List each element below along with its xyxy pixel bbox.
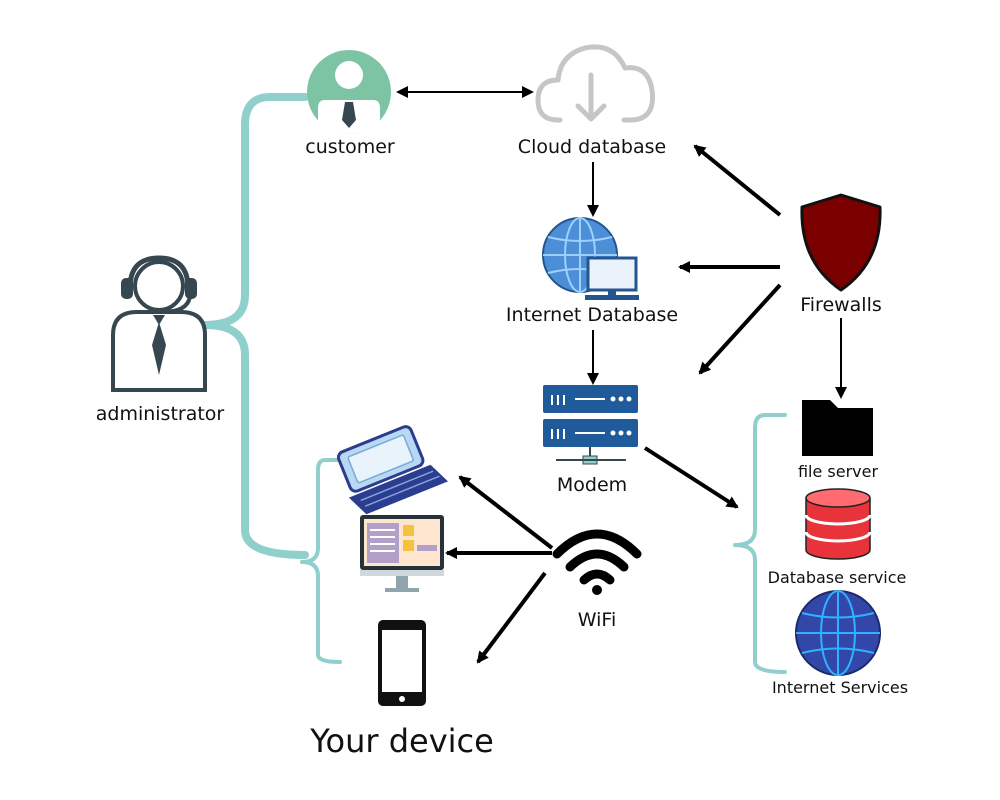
smartphone-icon — [378, 620, 426, 706]
devices-group: Your device — [309, 425, 494, 760]
customer-label: customer — [305, 136, 395, 158]
admin-bracket — [201, 93, 309, 559]
database-service-label: Database service — [768, 568, 907, 587]
administrator-label: administrator — [96, 403, 225, 425]
modem-node: Modem — [543, 385, 638, 496]
modem-label: Modem — [557, 474, 627, 496]
cloud-download-icon — [535, 44, 656, 123]
customer-node: customer — [305, 50, 395, 158]
internet-database-node: Internet Database — [506, 217, 678, 326]
server-rack-icon — [543, 385, 638, 465]
arrow-modem-services — [643, 446, 739, 509]
wifi-icon — [552, 529, 642, 595]
arrow-wifi-phone — [476, 571, 547, 664]
arrow-wifi-laptop — [458, 475, 554, 550]
cloud-database-node: Cloud database — [518, 44, 666, 158]
headset-agent-icon — [111, 255, 207, 392]
administrator-node: administrator — [96, 255, 225, 425]
database-icon — [804, 488, 872, 560]
firewalls-label: Firewalls — [800, 294, 882, 316]
devices-bracket — [300, 458, 342, 664]
globe-monitor-icon — [542, 217, 639, 300]
internet-services-node: Internet Services — [772, 590, 908, 697]
shield-icon — [800, 193, 882, 292]
arrow-firewall-modem — [698, 283, 782, 375]
globe-icon — [795, 590, 881, 676]
desktop-monitor-icon — [360, 515, 444, 592]
services-bracket — [733, 413, 787, 674]
wifi-label: WiFi — [578, 609, 616, 631]
folder-icon — [802, 400, 873, 456]
wifi-node: WiFi — [552, 529, 642, 631]
internet-database-label: Internet Database — [506, 304, 678, 326]
file-server-label: file server — [798, 462, 879, 481]
database-service-node: Database service — [768, 488, 907, 587]
cloud-database-label: Cloud database — [518, 136, 666, 158]
devices-title: Your device — [309, 722, 494, 760]
arrow-firewall-cloud — [693, 144, 782, 217]
laptop-icon — [336, 425, 448, 515]
firewalls-node: Firewalls — [800, 193, 882, 316]
customer-avatar-icon — [307, 50, 391, 134]
file-server-node: file server — [798, 400, 879, 481]
internet-services-label: Internet Services — [772, 678, 908, 697]
